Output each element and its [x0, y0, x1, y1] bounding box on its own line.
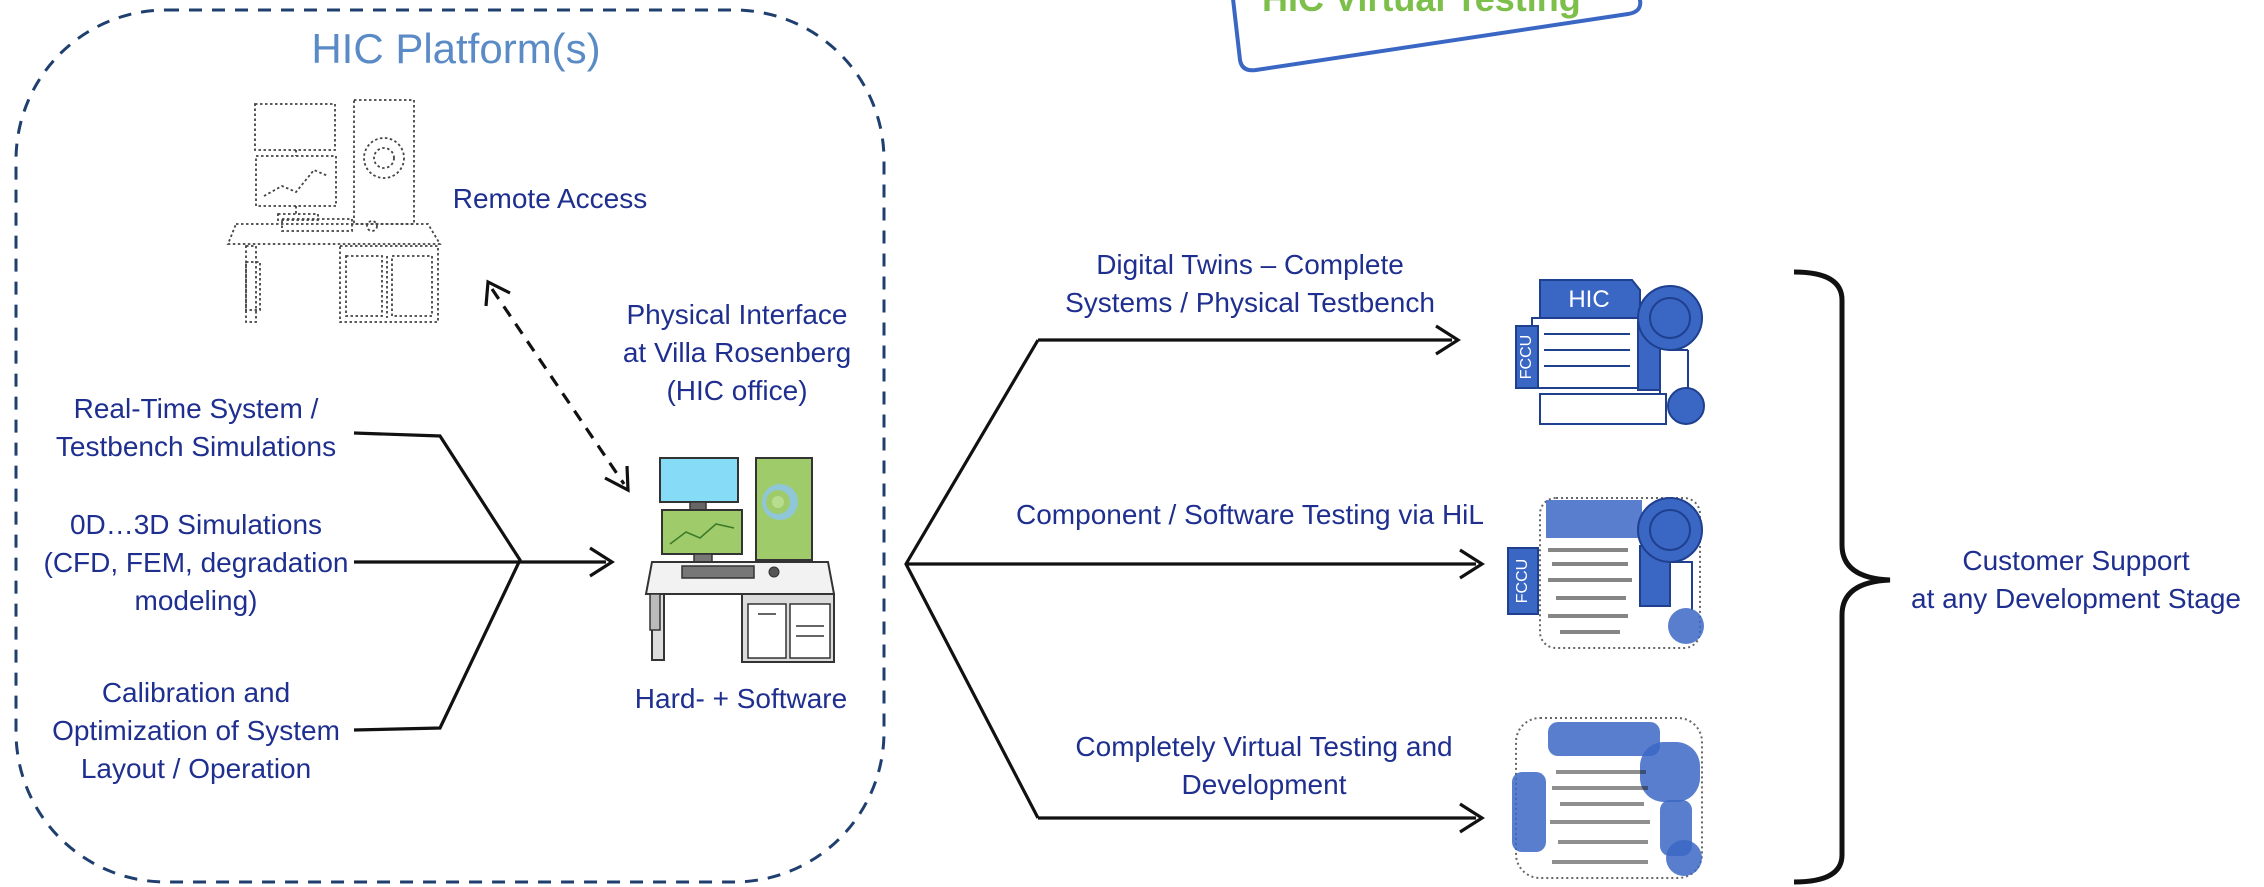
system-icon-side-label-hil: FCCU [1514, 558, 1531, 604]
input-line: Testbench Simulations [55, 431, 337, 462]
platform-title: HIC Platform(s) [311, 25, 601, 72]
output-line: Digital Twins – Complete [1096, 249, 1404, 280]
input-line: Layout / Operation [80, 753, 312, 784]
input-connectors [353, 431, 615, 732]
remote-access-label: Remote Access [452, 183, 648, 214]
system-icon-side-label: FCCU [1518, 334, 1535, 380]
curly-brace [1793, 269, 1891, 885]
input-label-calibration: Calibration and Optimization of System L… [26, 674, 366, 788]
physical-desk-icon [644, 457, 836, 663]
output-connectors [904, 324, 1485, 834]
system-icon-full [1515, 279, 1705, 425]
input-label-realtime: Real-Time System / Testbench Simulations [26, 390, 366, 466]
physical-interface-line-3: (HIC office) [666, 375, 808, 406]
output-label-digital-twins: Digital Twins – Complete Systems / Physi… [1050, 246, 1450, 322]
input-line: Real-Time System / [73, 393, 319, 424]
platform-boundary [14, 8, 886, 884]
input-line: modeling) [134, 585, 258, 616]
physical-interface-line-1: Physical Interface [626, 299, 848, 330]
remote-desk-icon [226, 99, 442, 323]
top-banner-box [1231, 0, 1643, 73]
input-label-simulations: 0D…3D Simulations (CFD, FEM, degradation… [26, 506, 366, 620]
system-icon-top-label: HIC [1568, 286, 1610, 313]
input-line: (CFD, FEM, degradation [43, 547, 349, 578]
input-line: Optimization of System [52, 715, 340, 746]
input-line: Calibration and [101, 677, 291, 708]
output-label-hil: Component / Software Testing via HiL [1000, 496, 1500, 534]
physical-interface-label: Physical Interface at Villa Rosenberg (H… [612, 296, 862, 410]
output-line: Component / Software Testing via HiL [1016, 499, 1484, 530]
output-label-virtual: Completely Virtual Testing and Developme… [1064, 728, 1464, 804]
system-icon-partial [1507, 497, 1704, 649]
output-line: Completely Virtual Testing and [1075, 731, 1453, 762]
customer-support-label: Customer Support at any Development Stag… [1896, 542, 2256, 618]
customer-support-line-2: at any Development Stage [1911, 583, 2241, 614]
input-line: 0D…3D Simulations [69, 509, 323, 540]
hard-software-label: Hard- + Software [634, 683, 848, 714]
top-banner-text: HIC Virtual Testing [1262, 0, 1581, 20]
physical-interface-line-2: at Villa Rosenberg [622, 337, 852, 368]
system-icon-virtual [1512, 717, 1703, 879]
customer-support-line-1: Customer Support [1962, 545, 2190, 576]
remote-access-link [484, 279, 630, 493]
output-line: Development [1181, 769, 1347, 800]
output-line: Systems / Physical Testbench [1065, 287, 1435, 318]
